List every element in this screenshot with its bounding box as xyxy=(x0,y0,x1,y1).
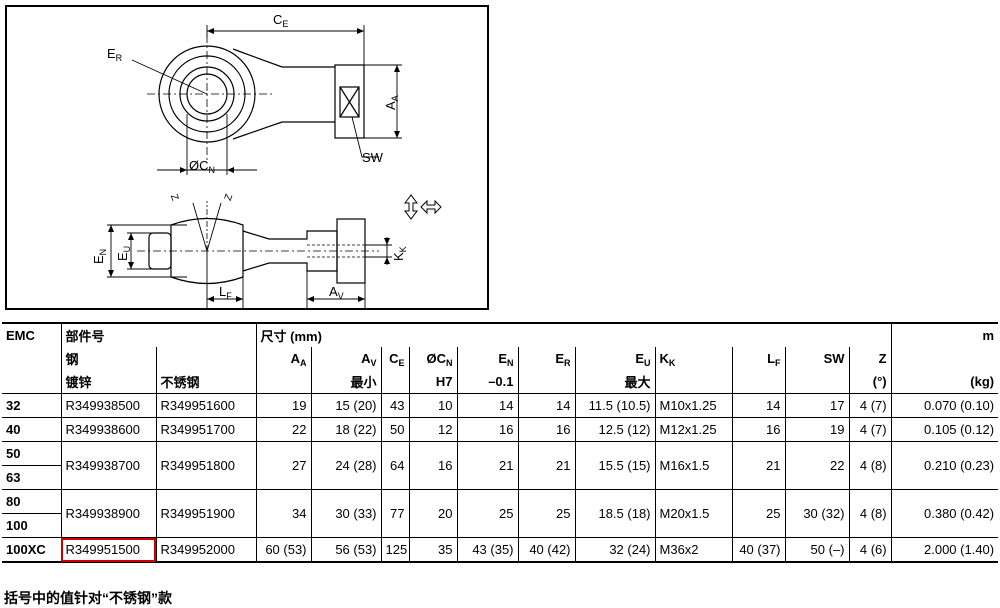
header-row-2: 钢 AA AV CE ØCN EN ER EU KK LF SW Z xyxy=(2,347,999,370)
table-row: 80 R349938900 R349951900 34 30 (33) 77 2… xyxy=(2,489,999,538)
label-en: EN xyxy=(91,248,108,264)
header-z-note: (°) xyxy=(848,370,892,394)
label-aa: AA xyxy=(383,95,400,110)
header-z: Z xyxy=(848,347,892,370)
header-sw: SW xyxy=(784,347,850,370)
header-aa: AA xyxy=(255,347,312,370)
spec-table: EMC 部件号 尺寸 (mm) m 钢 AA AV CE ØCN EN ER E… xyxy=(2,322,999,563)
label-sw: SW xyxy=(362,150,383,165)
header-er: ER xyxy=(517,347,576,370)
header-lf: LF xyxy=(731,347,786,370)
label-eu: EU xyxy=(115,245,132,261)
header-cn-note: H7 xyxy=(408,370,458,394)
table-row: 40 R349938600 R349951700 22 18 (22) 50 1… xyxy=(2,417,999,442)
header-stainless: 不锈钢 xyxy=(155,370,257,394)
table-row: 63 xyxy=(2,465,998,490)
header-cn: ØCN xyxy=(408,347,458,370)
header-steel: 钢 xyxy=(60,347,156,370)
header-m: m xyxy=(890,322,999,347)
table-row: 100XC R349951500 R349952000 60 (53) 56 (… xyxy=(2,537,999,563)
header-kg: (kg) xyxy=(890,370,999,394)
header-av: AV xyxy=(310,347,382,370)
header-emc: EMC xyxy=(2,322,61,347)
header-zinc: 镀锌 xyxy=(60,370,156,394)
header-part: 部件号 xyxy=(60,322,257,347)
label-lf: LF xyxy=(219,284,232,301)
highlighted-part-number: R349951500 xyxy=(60,537,156,563)
header-kk: KK xyxy=(654,347,733,370)
header-av-note: 最小 xyxy=(310,370,382,394)
label-kk: KK xyxy=(391,246,408,261)
label-cn: ØCN xyxy=(189,158,215,175)
rod-end-drawing xyxy=(107,25,442,308)
motion-arrows-icon xyxy=(404,194,442,220)
table-row: 32 R349938500 R349951600 19 15 (20) 43 1… xyxy=(2,393,999,418)
header-eu: EU xyxy=(574,347,656,370)
header-row-3: 镀锌 不锈钢 最小 H7 –0.1 最大 (°) (kg) xyxy=(2,370,999,394)
label-ce: CE xyxy=(273,12,289,29)
header-en-note: –0.1 xyxy=(456,370,519,394)
header-dim: 尺寸 (mm) xyxy=(255,322,892,347)
header-eu-note: 最大 xyxy=(574,370,656,394)
technical-drawing: CE ER AA SW ØCN EN EU KK LF AV Z Z xyxy=(5,5,489,310)
table-row: 50 R349938700 R349951800 27 24 (28) 64 1… xyxy=(2,441,999,490)
footnote: 括号中的值针对“不锈钢”款 xyxy=(4,590,172,606)
table-row: 100 xyxy=(2,513,998,538)
label-er: ER xyxy=(107,46,123,63)
header-en: EN xyxy=(456,347,519,370)
label-av: AV xyxy=(329,284,344,301)
header-row-1: EMC 部件号 尺寸 (mm) m xyxy=(2,322,999,347)
header-ce: CE xyxy=(380,347,410,370)
